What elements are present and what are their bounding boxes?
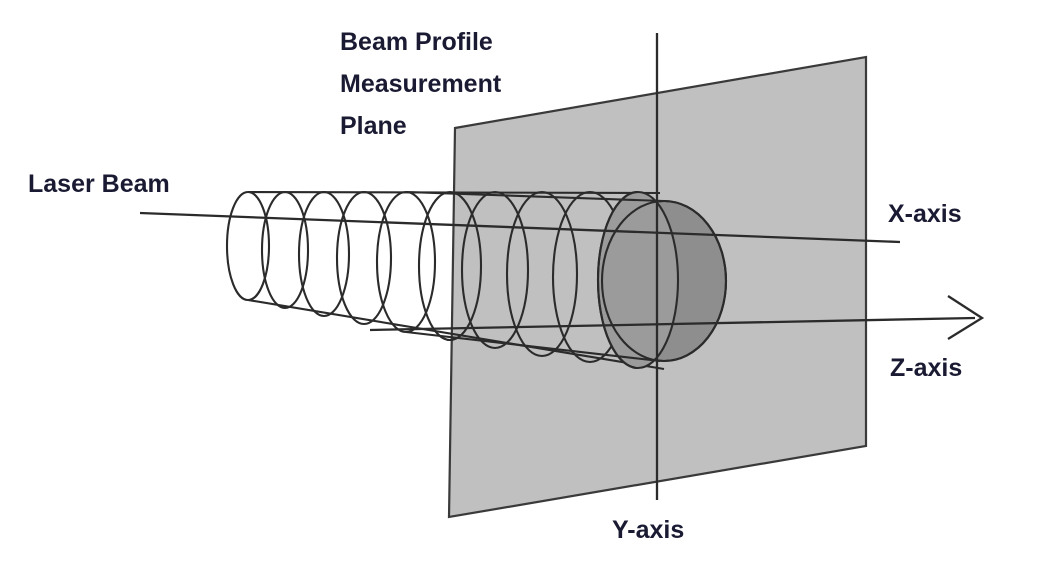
z-axis-line bbox=[369, 316, 976, 332]
y-axis-label: Y-axis bbox=[612, 516, 684, 544]
beam-ring bbox=[225, 190, 271, 302]
plane-title-line-2: Measurement bbox=[340, 70, 502, 98]
x-axis-line bbox=[139, 211, 901, 244]
beam-ring bbox=[297, 190, 351, 318]
beam-envelope-lines bbox=[405, 190, 665, 363]
beam-ring bbox=[335, 190, 393, 326]
beam-ring bbox=[260, 190, 310, 310]
laser-beam-label: Laser Beam bbox=[28, 170, 170, 198]
plane-title-line-1: Beam Profile bbox=[340, 28, 493, 56]
x-axis-label: X-axis bbox=[888, 200, 962, 228]
z-axis-arrowhead bbox=[947, 295, 985, 340]
z-axis-label: Z-axis bbox=[890, 354, 962, 382]
laser-beam-cone-on-plane bbox=[417, 190, 629, 364]
beam-ring bbox=[417, 190, 483, 342]
beam-ring bbox=[505, 190, 579, 358]
plane-title-line-3: Plane bbox=[340, 112, 407, 140]
beam-ring bbox=[460, 190, 530, 350]
